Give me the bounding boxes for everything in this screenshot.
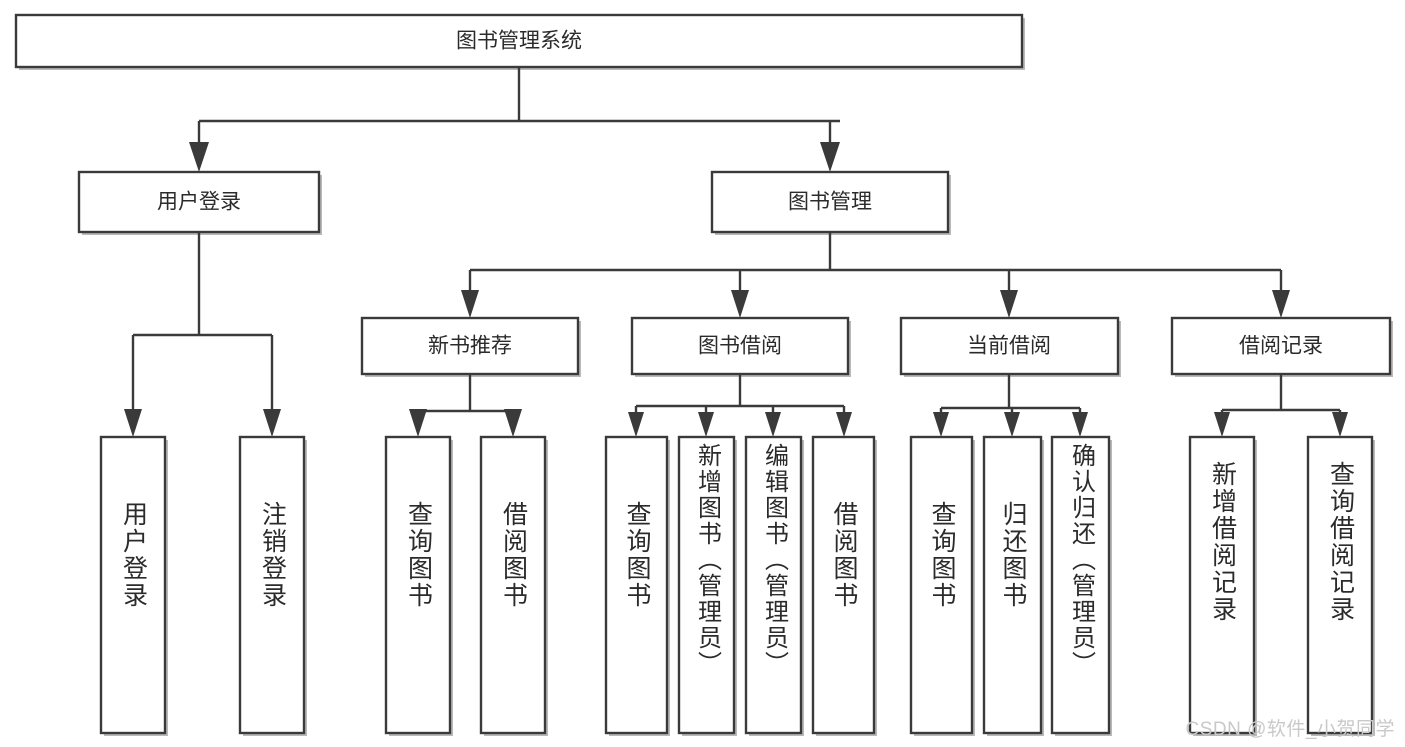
level3-node-label: 图书借阅 bbox=[698, 335, 782, 358]
level3-node-current-borrow[interactable]: 当前借阅 bbox=[899, 316, 1120, 376]
level2-node-user-login[interactable]: 用户登录 bbox=[77, 170, 321, 234]
leaf-node-box[interactable] bbox=[238, 435, 306, 735]
leaf-node-box[interactable] bbox=[99, 435, 167, 735]
arrowheads bbox=[124, 142, 1348, 437]
leaf-node-box[interactable] bbox=[1306, 435, 1374, 735]
leaf-node-box[interactable] bbox=[811, 435, 876, 735]
leaf-node-box[interactable] bbox=[982, 435, 1043, 735]
leaf-node-box[interactable] bbox=[604, 435, 669, 735]
level3-node-borrow-record[interactable]: 借阅记录 bbox=[1170, 316, 1392, 376]
leaf-node-box[interactable] bbox=[1050, 435, 1111, 735]
leaf-nodes[interactable] bbox=[99, 435, 1374, 735]
level3-node-label: 借阅记录 bbox=[1239, 335, 1323, 358]
csdn-watermark: CSDN @软件_小贺同学 bbox=[1185, 719, 1395, 740]
root-node-label: 图书管理系统 bbox=[456, 30, 582, 53]
level3-node-label: 新书推荐 bbox=[428, 335, 512, 358]
level2-node-label: 图书管理 bbox=[788, 191, 872, 214]
level3-node-new-book-recommend[interactable]: 新书推荐 bbox=[360, 316, 580, 376]
leaf-node-box[interactable] bbox=[677, 435, 736, 735]
level2-node-book-management[interactable]: 图书管理 bbox=[710, 170, 950, 234]
level2-node-label: 用户登录 bbox=[157, 191, 241, 214]
leaf-node-box[interactable] bbox=[479, 435, 547, 735]
level3-node-label: 当前借阅 bbox=[967, 335, 1051, 358]
leaf-node-box[interactable] bbox=[1188, 435, 1256, 735]
leaf-node-box[interactable] bbox=[384, 435, 452, 735]
leaf-node-box[interactable] bbox=[744, 435, 803, 735]
level3-node-book-borrow[interactable]: 图书借阅 bbox=[630, 316, 850, 376]
leaf-node-box[interactable] bbox=[909, 435, 974, 735]
root-node[interactable]: 图书管理系统 bbox=[14, 13, 1024, 69]
